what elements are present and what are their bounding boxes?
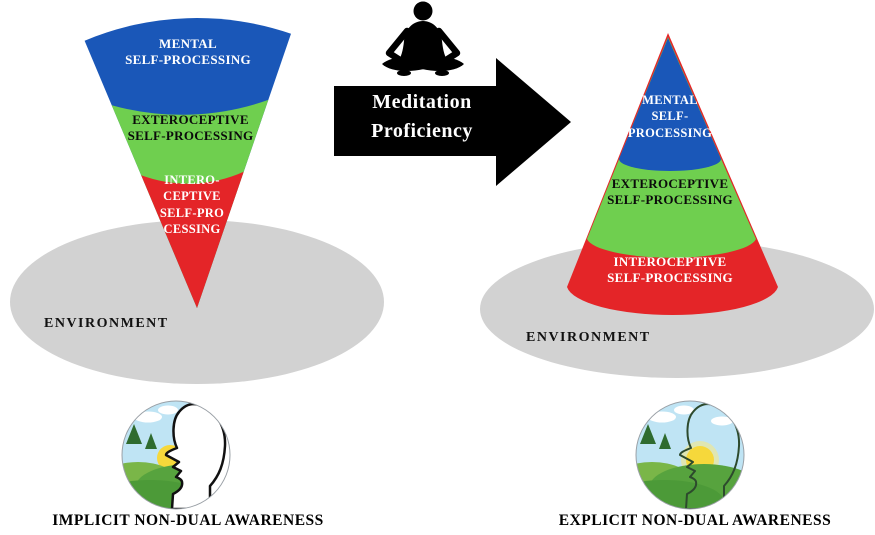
meditating-person-icon — [382, 1, 464, 76]
right-environment-label: ENVIRONMENT — [526, 330, 651, 345]
right-cone — [567, 33, 778, 315]
left-exteroceptive-label: EXTEROCEPTIVE SELF-PROCESSING — [127, 112, 254, 144]
tree-icon — [659, 433, 671, 449]
tree-icon — [640, 424, 656, 444]
meditation-arrow — [334, 58, 571, 186]
tree-icon — [126, 424, 142, 444]
right-exteroceptive-label: EXTEROCEPTIVE SELF-PROCESSING — [607, 176, 733, 208]
meditation-proficiency-label: Meditation Proficiency — [371, 91, 473, 142]
left-cone — [84, 18, 291, 309]
left-cone-interoceptive-band — [141, 171, 244, 308]
implicit-awareness-icon — [121, 400, 231, 510]
right-mental-label: MENTAL SELF- PROCESSING — [627, 93, 713, 140]
explicit-awareness-icon — [635, 400, 745, 510]
tree-icon — [145, 433, 157, 449]
explicit-awareness-caption: EXPLICIT NON-DUAL AWARENESS — [558, 512, 832, 529]
left-mental-label: MENTAL SELF-PROCESSING — [125, 36, 251, 68]
implicit-awareness-caption: IMPLICIT NON-DUAL AWARENESS — [52, 512, 324, 529]
right-interoceptive-label: INTEROCEPTIVE SELF-PROCESSING — [607, 254, 733, 286]
left-environment-label: ENVIRONMENT — [44, 316, 169, 331]
right-cone-mental-band — [619, 38, 721, 171]
left-interoceptive-label: INTERO- CEPTIVE SELF-PRO CESSING — [159, 173, 225, 236]
face-profile-outline — [164, 402, 227, 509]
